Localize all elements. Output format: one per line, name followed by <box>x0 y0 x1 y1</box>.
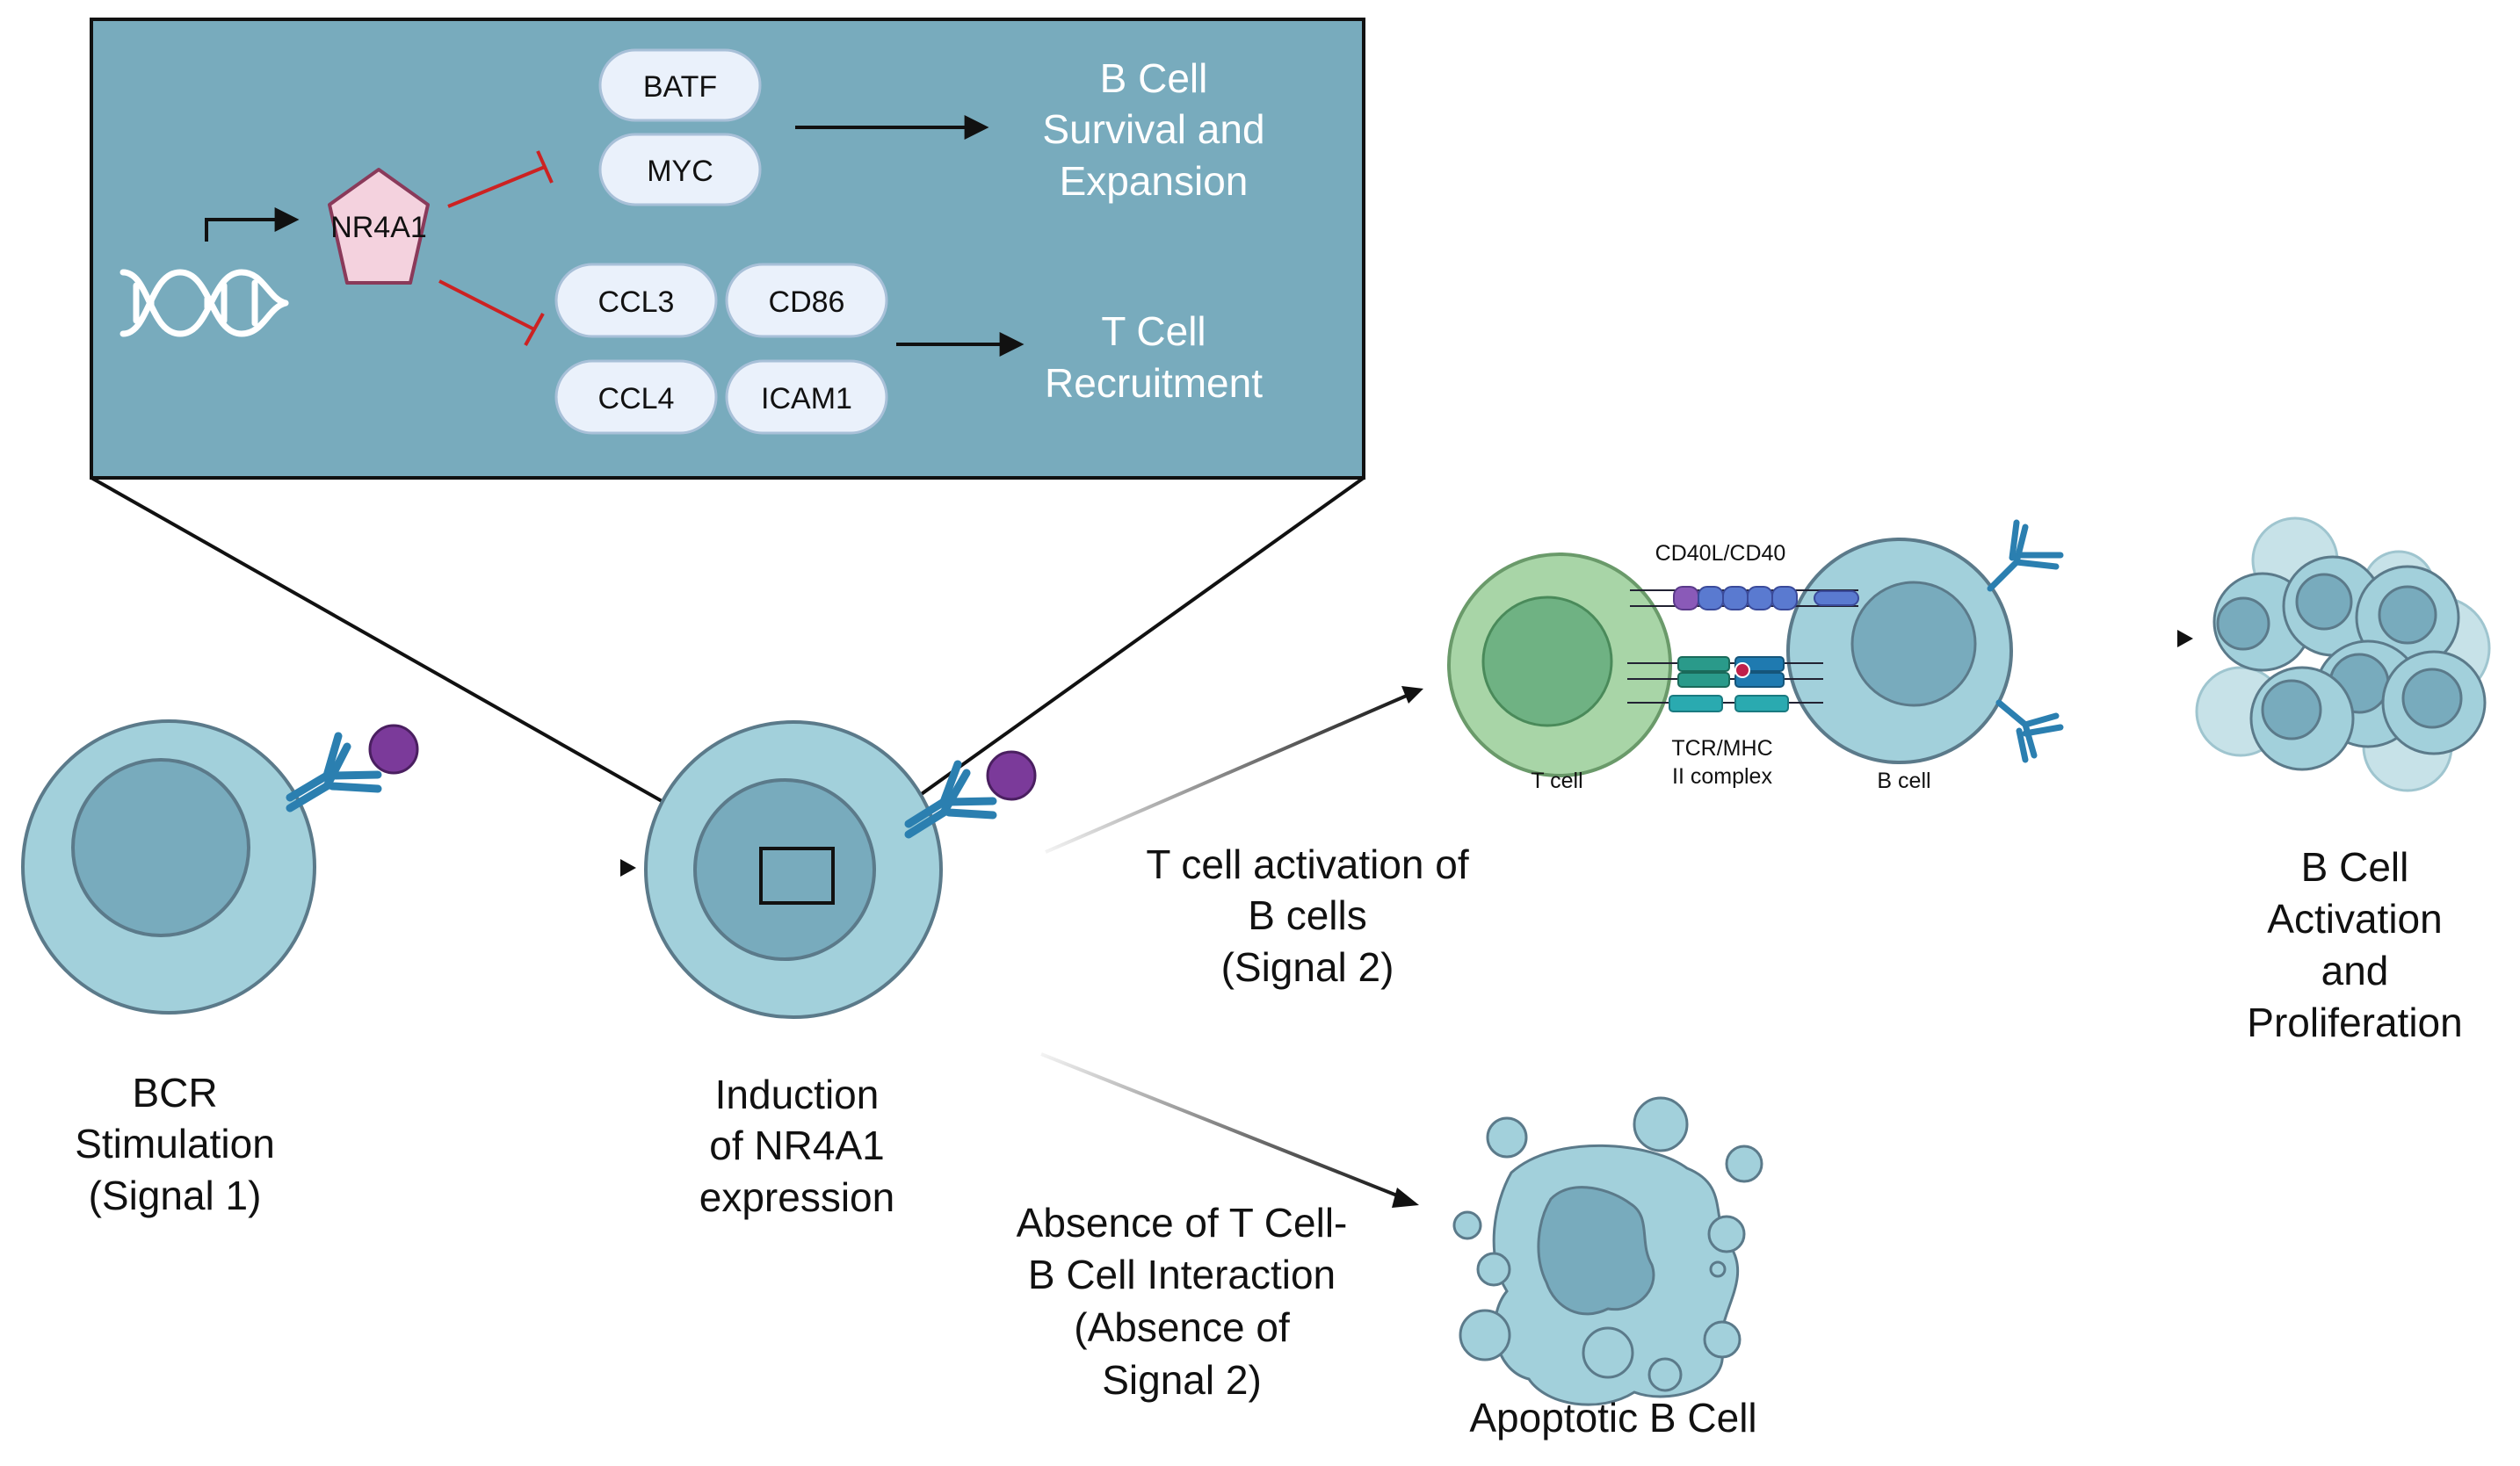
tcr-mhc-complex <box>1627 656 1823 712</box>
pill-icam1: ICAM1 <box>725 359 888 435</box>
t-cell <box>1447 552 1672 777</box>
tcr-label-1: TCR/MHC <box>1671 736 1772 761</box>
apoptotic-label: Apoptotic B Cell <box>1469 1395 1756 1441</box>
pill-myc: MYC <box>598 133 762 206</box>
svg-text:CD86: CD86 <box>769 285 845 319</box>
proliferation-label-2: Activation <box>2267 896 2442 942</box>
bcr-label-2: Stimulation <box>75 1121 275 1166</box>
nr4a1-label: NR4A1 <box>330 211 427 244</box>
svg-text:CCL4: CCL4 <box>598 382 675 415</box>
synapse-receptor-icon-bottom <box>1995 699 2064 763</box>
pill-cd86: CD86 <box>725 263 888 338</box>
activation-label-2: B cells <box>1248 892 1366 938</box>
svg-text:BATF: BATF <box>643 70 717 104</box>
tcr-label-2: II complex <box>1672 764 1772 789</box>
recruitment-line-1: T Cell <box>1101 308 1206 354</box>
b-cell-label: B cell <box>1877 769 1930 793</box>
cd40-label: CD40L/CD40 <box>1655 541 1786 566</box>
absence-label-3: (Absence of <box>1074 1304 1290 1350</box>
activation-label-3: (Signal 2) <box>1221 944 1394 990</box>
b-cell-resting <box>21 719 316 1015</box>
transcription-arrow <box>205 207 300 242</box>
arrow-proliferation-head <box>2177 630 2193 647</box>
svg-text:MYC: MYC <box>647 155 713 188</box>
pill-ccl4: CCL4 <box>554 359 718 435</box>
svg-text:CCL3: CCL3 <box>598 285 675 319</box>
zoom-line-left <box>91 476 762 859</box>
svg-text:ICAM1: ICAM1 <box>761 382 852 415</box>
synapse-b-cell <box>1786 538 2013 764</box>
apoptotic-b-cell <box>1452 1096 1763 1406</box>
inhibit-lines <box>438 150 554 346</box>
induction-label-2: of NR4A1 <box>709 1123 884 1168</box>
antigen-2 <box>986 750 1037 801</box>
arrow-signal-1-head <box>620 859 636 877</box>
bcr-receptor-icon <box>286 732 382 812</box>
survival-line-3: Expansion <box>1060 158 1249 204</box>
arrow-activation-head <box>1401 686 1423 704</box>
absence-label-2: B Cell Interaction <box>1028 1252 1336 1297</box>
synapse-receptor-icon-top <box>1987 519 2064 592</box>
proliferation-label-4: Proliferation <box>2247 1000 2462 1045</box>
activation-label-1: T cell activation of <box>1146 841 1469 887</box>
bcr-label-3: (Signal 1) <box>89 1173 262 1218</box>
bcr-label-1: BCR <box>132 1070 217 1116</box>
b-cell-induced <box>644 720 943 1019</box>
t-cell-label: T cell <box>1531 769 1582 793</box>
nr4a1-pentagon <box>328 168 430 285</box>
bcr-receptor-icon-2 <box>904 760 997 839</box>
survival-line-1: B Cell <box>1100 55 1208 101</box>
cd40-complex <box>1630 586 1859 610</box>
pill-batf: BATF <box>598 48 762 122</box>
induction-label-3: expression <box>699 1174 894 1220</box>
dna-icon <box>119 269 289 337</box>
arrow-activation <box>1045 690 1416 854</box>
induction-label-1: Induction <box>715 1072 880 1117</box>
absence-label-4: Signal 2) <box>1102 1357 1262 1403</box>
proliferating-cluster <box>2195 516 2491 792</box>
inset-panel: NR4A1 BATF MYC B Cell Survival and Expan… <box>90 18 1365 480</box>
proliferation-label-3: and <box>2321 948 2389 993</box>
arrow-absence <box>1040 1052 1407 1201</box>
recruitment-line-2: Recruitment <box>1045 360 1263 406</box>
proliferation-label-1: B Cell <box>2301 844 2409 890</box>
survival-line-2: Survival and <box>1042 106 1264 152</box>
arrow-absence-head <box>1392 1188 1419 1208</box>
antigen-1 <box>368 724 419 775</box>
zoom-box <box>759 847 835 905</box>
absence-label-1: Absence of T Cell- <box>1017 1200 1348 1246</box>
pill-ccl3: CCL3 <box>554 263 718 338</box>
